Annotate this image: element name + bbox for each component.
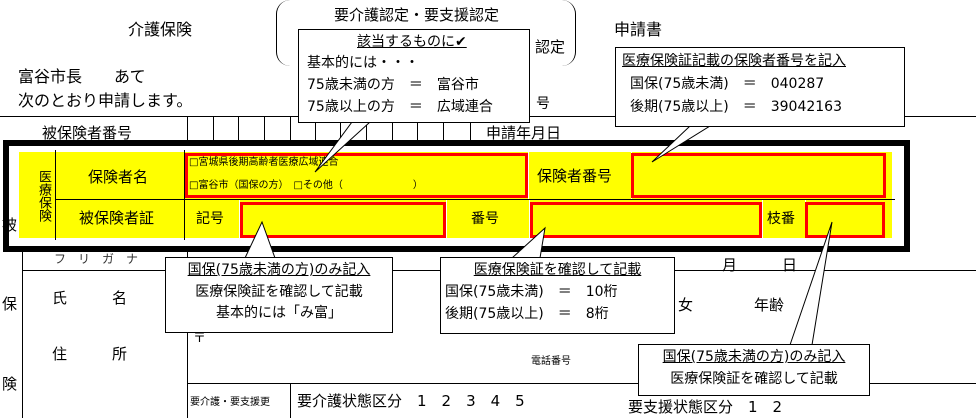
callout-number-title: 医療保険証を確認して記載: [473, 262, 642, 278]
callout-symbol: 国保(75歳未満の方)のみ記入 医療保険証を確認して記載 基本的には「み富」: [165, 257, 393, 333]
red-outline-insurer-number: [631, 153, 886, 198]
addressee: 富谷市長 あて: [18, 67, 146, 86]
option-tomiya-checkbox[interactable]: □富谷市（国保の方） □その他（ ）: [189, 180, 423, 191]
title-certification: 要介護認定・要支援認定: [334, 6, 500, 24]
branch-label: 枝番: [767, 211, 795, 227]
side-label-hi: 被: [2, 216, 18, 234]
insured-card-cell: [56, 200, 184, 238]
callout-number-line2: 後期(75歳以上) ＝ 8桁: [445, 306, 609, 322]
callout-insurer-number-title: 医療保険証記載の保険者番号を記入: [622, 53, 846, 69]
medical-insurance-cell: [19, 152, 55, 238]
callout-number: 医療保険証を確認して記載 国保(75歳未満) ＝ 10桁 後期(75歳以上) ＝…: [440, 257, 675, 334]
insured-card-label: 被保険者証: [79, 209, 155, 227]
title-certification-sub: 認定: [535, 38, 566, 56]
month-label: 月: [722, 256, 738, 274]
callout-applicable-line2: 75歳未満の方 ＝ 富谷市: [307, 77, 479, 93]
symbol-label: 記号: [196, 211, 224, 227]
callout-insurer-number: 医療保険証記載の保険者番号を記入 国保(75歳未満) ＝ 040287 後期(7…: [615, 47, 905, 127]
branch-input[interactable]: [806, 200, 892, 238]
callout-symbol-line2: 基本的には「み富」: [216, 305, 342, 321]
callout-applicable-line1: 基本的には・・・: [307, 55, 419, 71]
insured-number-label: 被保険者番号: [42, 124, 133, 142]
number-input[interactable]: [530, 200, 762, 238]
callout-applicable-title: 該当するものに✔: [357, 34, 467, 50]
furigana-label-partial: フ リ ガ ナ: [54, 252, 139, 266]
name-label: 氏 名: [52, 289, 128, 307]
female-label: 女: [678, 296, 694, 314]
branch-label-cell: [763, 200, 805, 238]
title-bracket: [276, 0, 576, 66]
callout-applicable-line3: 75歳以上の方 ＝ 広域連合: [307, 99, 493, 115]
number-label-partial: 号: [536, 96, 550, 112]
side-label-ken: 険: [2, 375, 18, 393]
callout-branch-title: 国保(75歳未満の方)のみ記入: [662, 349, 846, 365]
red-outline-symbol: [240, 202, 446, 238]
care-level-label: 要介護状態区分 1 2 3 4 5: [297, 392, 525, 410]
symbol-input[interactable]: [240, 200, 446, 238]
title-application: 申請書: [614, 20, 663, 39]
red-outline-options: [185, 153, 528, 198]
callout-branch-line1: 医療保険証を確認して記載: [670, 371, 838, 387]
option-miyagi-checkbox[interactable]: □宮城県後期高齢者医療広域連合: [189, 157, 339, 168]
callout-insurer-number-line1: 国保(75歳未満) ＝ 040287: [630, 76, 825, 92]
postal-mark: 〒: [193, 331, 207, 346]
callout-insurer-number-line2: 後期(75歳以上) ＝ 39042163: [630, 99, 842, 115]
number-label-cell: [447, 200, 529, 238]
number-label: 番号: [471, 211, 499, 227]
symbol-label-cell: [185, 200, 239, 238]
callout-applicable: 該当するものに✔ 基本的には・・・ 75歳未満の方 ＝ 富谷市 75歳以上の方 …: [298, 29, 530, 123]
support-level-label: 要支援状態区分 1 2: [628, 398, 783, 416]
callout-symbol-line1: 医療保険証を確認して記載: [195, 284, 363, 300]
insurer-options-cell[interactable]: [185, 152, 528, 199]
insurer-name-cell: [56, 152, 184, 199]
red-outline-number: [530, 202, 762, 238]
apply-date-label: 申請年月日: [486, 124, 562, 142]
lead-text: 次のとおり申請します。: [18, 91, 193, 110]
side-label-ho: 保: [2, 295, 18, 313]
title-kaigo-hoken: 介護保険: [128, 20, 193, 39]
callout-number-line1: 国保(75歳未満) ＝ 10桁: [445, 284, 618, 300]
insurer-number-input[interactable]: [632, 152, 892, 199]
callout-symbol-title: 国保(75歳未満の方)のみ記入: [187, 262, 371, 278]
care-previous-label: 要介護・要支援更: [190, 397, 270, 408]
day-label: 日: [782, 256, 798, 274]
insurer-number-label-cell: [529, 152, 631, 199]
callout-branch: 国保(75歳未満の方)のみ記入 医療保険証を確認して記載: [638, 344, 870, 396]
insurer-name-label: 保険者名: [88, 168, 149, 186]
red-outline-branch: [805, 202, 885, 238]
thick-frame: [3, 140, 910, 252]
age-label: 年齢: [754, 296, 785, 314]
medical-insurance-label: 医療保険: [36, 170, 51, 222]
address-label: 住 所: [52, 345, 128, 363]
phone-label: 電話番号: [531, 356, 571, 367]
insurer-number-label: 保険者番号: [537, 167, 613, 185]
